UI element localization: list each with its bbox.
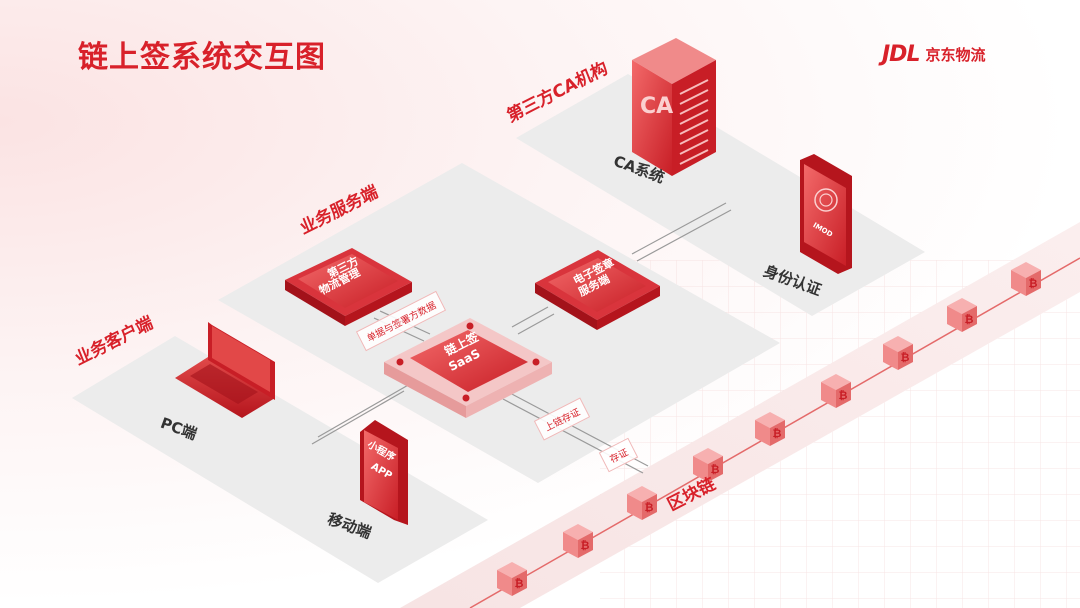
block-cube: ₿ xyxy=(1011,262,1041,296)
ca-server-letters: CA xyxy=(640,94,674,119)
saas-chip-icon xyxy=(384,318,552,418)
block-cube: ₿ xyxy=(693,448,723,482)
page-title: 链上签系统交互图 xyxy=(78,40,326,75)
block-symbol: ₿ xyxy=(645,501,654,514)
block-cubes: ₿ ₿ ₿ ₿ ₿ ₿ ₿ ₿ ₿ xyxy=(497,262,1041,596)
block-symbol: ₿ xyxy=(581,539,590,552)
mobile-phone-icon xyxy=(360,420,408,525)
block-symbol: ₿ xyxy=(901,351,910,364)
block-cube: ₿ xyxy=(563,524,593,558)
logistics-chip-icon xyxy=(285,248,412,326)
jdl-logo: JDL 京东物流 xyxy=(882,42,985,67)
block-symbol: ₿ xyxy=(839,389,848,402)
blockchain-band xyxy=(400,222,1080,608)
block-symbol: ₿ xyxy=(965,313,974,326)
block-cube: ₿ xyxy=(883,336,913,370)
block-cube: ₿ xyxy=(821,374,851,408)
block-cube: ₿ xyxy=(947,298,977,332)
block-cube: ₿ xyxy=(497,562,527,596)
block-cube: ₿ xyxy=(755,412,785,446)
block-cube: ₿ xyxy=(627,486,657,520)
esign-chip-icon xyxy=(535,250,660,330)
pc-laptop-icon xyxy=(175,322,275,418)
client-platform xyxy=(72,336,488,583)
server-platform xyxy=(218,163,780,483)
block-symbol: ₿ xyxy=(773,427,782,440)
logo-mark: JDL xyxy=(882,42,920,67)
identity-phone-icon xyxy=(800,154,852,274)
block-symbol: ₿ xyxy=(1029,277,1038,290)
logo-name: 京东物流 xyxy=(925,46,986,64)
ca-server-icon xyxy=(632,38,716,176)
block-symbol: ₿ xyxy=(515,577,524,590)
block-symbol: ₿ xyxy=(711,463,720,476)
